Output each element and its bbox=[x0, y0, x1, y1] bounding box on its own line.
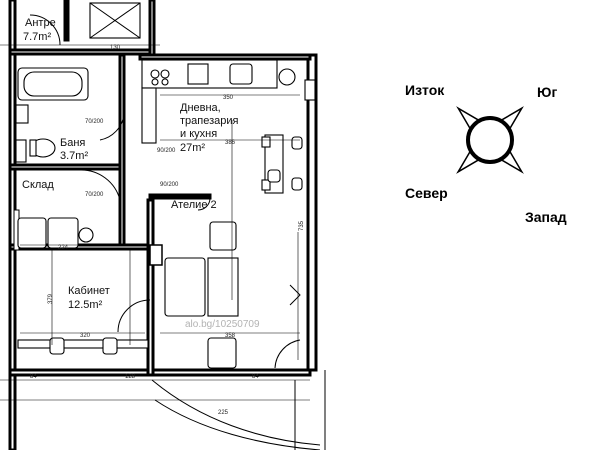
room-office-area: 12.5m² bbox=[68, 299, 103, 311]
washbasin bbox=[15, 104, 29, 124]
bath-living-wall bbox=[118, 53, 126, 247]
kitchen-top-wall bbox=[138, 53, 312, 61]
dim-130: 130 bbox=[110, 45, 121, 51]
antre-mid-wall bbox=[63, 0, 70, 42]
room-storage-name: Склад bbox=[22, 179, 54, 191]
compass-east-label: Изток bbox=[405, 82, 445, 98]
studio-living-partition bbox=[148, 193, 212, 200]
armchair-studio-2 bbox=[207, 337, 237, 369]
room-bath-area: 3.7m² bbox=[60, 150, 88, 162]
office-desk bbox=[17, 339, 149, 349]
dim-128: 128 bbox=[125, 374, 136, 380]
stove bbox=[187, 63, 209, 85]
dim-225: 225 bbox=[218, 410, 229, 416]
top-wall-antre bbox=[8, 48, 152, 56]
sink bbox=[229, 63, 253, 85]
dim-84-b: 84 bbox=[252, 374, 259, 380]
balcony-curve-inner bbox=[154, 399, 321, 450]
column-block bbox=[149, 244, 163, 266]
dim-90-200-a: 90/200 bbox=[160, 182, 179, 188]
room-living-line3: и кухня bbox=[180, 128, 217, 140]
room-living-line2: трапезария bbox=[180, 115, 239, 127]
right-outer-wall bbox=[306, 53, 318, 372]
dim-320: 320 bbox=[80, 333, 91, 339]
storage-door-swing bbox=[79, 169, 121, 201]
room-living-area: 27m² bbox=[180, 142, 205, 154]
dim-386: 386 bbox=[225, 140, 236, 146]
watermark: alo.bg/10250709 bbox=[185, 319, 260, 330]
room-office-name: Кабинет bbox=[68, 285, 110, 297]
room-bath-name: Баня bbox=[60, 137, 85, 149]
room-living-line1: Дневна, bbox=[180, 102, 221, 114]
bottom-wall bbox=[8, 368, 312, 377]
compass-rose bbox=[456, 106, 524, 174]
tv-stand bbox=[289, 284, 301, 306]
sofa bbox=[164, 257, 206, 317]
dim-358: 358 bbox=[225, 333, 236, 339]
room-antre-area: 7.7m² bbox=[23, 31, 51, 43]
dim-379: 379 bbox=[48, 293, 54, 304]
dining-chair-1 bbox=[291, 136, 303, 150]
office-chair-1 bbox=[49, 337, 65, 355]
dining-chair-3 bbox=[267, 169, 281, 183]
compass-south-label: Юг bbox=[537, 84, 557, 100]
armchair-studio-1 bbox=[209, 221, 237, 251]
balcony-door bbox=[304, 79, 316, 101]
dim-350: 350 bbox=[223, 95, 234, 101]
antre-right-wall bbox=[148, 0, 156, 57]
compass-west-label: Запад bbox=[525, 209, 567, 225]
balcony-curve bbox=[151, 379, 321, 446]
entrance-door-swing bbox=[29, 14, 61, 46]
compass-circle bbox=[466, 116, 514, 164]
office-studio-wall bbox=[146, 198, 155, 377]
studio-door-swing bbox=[274, 339, 301, 369]
dim-224: 224 bbox=[58, 245, 69, 251]
dim-90-200-b: 90/200 bbox=[157, 148, 176, 154]
room-antre-name: Антре bbox=[25, 17, 56, 29]
office-door-swing bbox=[117, 299, 151, 333]
bath-door-swing bbox=[99, 114, 125, 141]
dim-70-200-a: 70/200 bbox=[85, 119, 104, 125]
dim-735: 735 bbox=[299, 220, 305, 231]
armchair-left bbox=[17, 217, 47, 249]
office-chair-2 bbox=[102, 337, 118, 355]
bath-cabinet bbox=[15, 139, 27, 163]
side-table bbox=[78, 227, 94, 243]
armchair-right bbox=[47, 217, 79, 249]
fridge-icon bbox=[278, 68, 296, 86]
bath-storage-wall bbox=[8, 163, 122, 171]
dim-84: 84 bbox=[30, 374, 37, 380]
kitchen-side-counter bbox=[141, 87, 157, 144]
room-studio-name: Ателие 2 bbox=[171, 199, 217, 211]
dim-70-200-b: 70/200 bbox=[85, 192, 104, 198]
coffee-table bbox=[207, 257, 239, 317]
compass-north-label: Север bbox=[405, 185, 448, 201]
dining-chair-2 bbox=[291, 177, 303, 191]
